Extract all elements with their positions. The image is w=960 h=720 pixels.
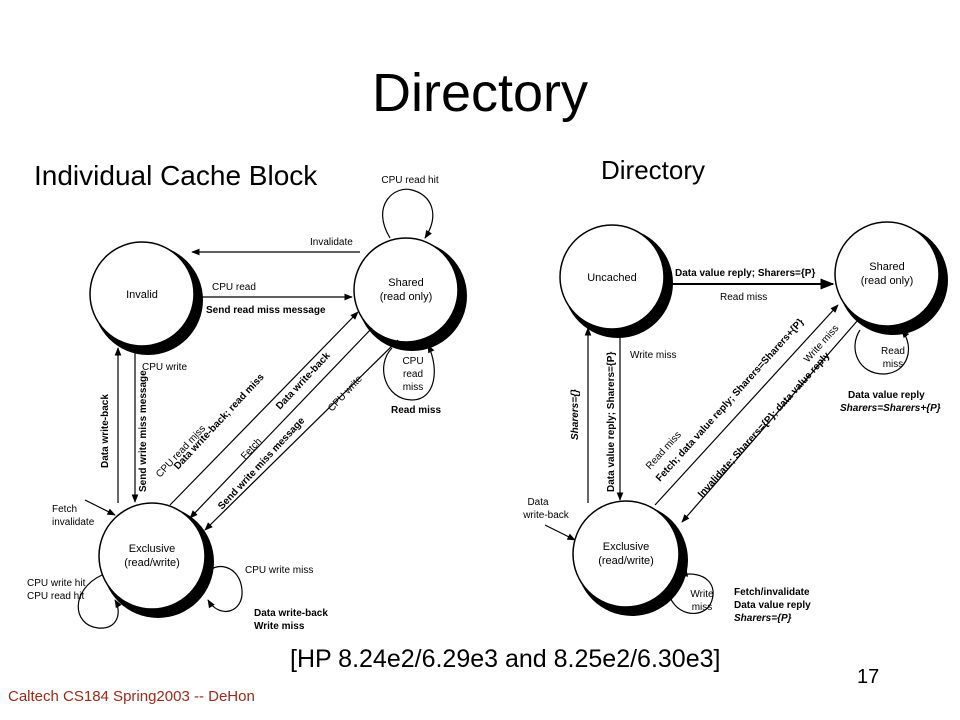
- label-dvr-loop-1: Data value reply: [848, 390, 925, 401]
- label-fi-3: Sharers={P}: [734, 613, 792, 624]
- label-data-wb-2: write-back: [522, 510, 570, 521]
- label-fi-2: Data value reply: [734, 600, 811, 611]
- page-number: 17: [857, 666, 880, 688]
- label-data-wb-read-miss: Data write-back; read miss: [172, 372, 267, 472]
- state-invalid: Invalid: [89, 241, 203, 355]
- label-cpu-read-miss-loop-2: read: [403, 369, 423, 380]
- label-send-read-miss: Send read miss message: [206, 305, 326, 316]
- label-cpu-write-hit: CPU write hit: [27, 578, 86, 589]
- label-send-write-miss: Send write miss message: [138, 370, 149, 492]
- label-fetch-inv-1: Fetch: [52, 504, 77, 515]
- directory-transitions: [544, 278, 910, 614]
- label-cpu-read-miss-loop-1: CPU: [402, 356, 423, 367]
- cache-block-heading: Individual Cache Block: [34, 160, 318, 191]
- directory-heading: Directory: [601, 155, 706, 185]
- label-dvr-sharers-b: Sharers={P}: [758, 268, 816, 279]
- state-dir-shared-sublabel: (read only): [861, 275, 914, 287]
- state-dir-exclusive-sublabel: (read/write): [598, 555, 654, 567]
- label-dvr-sharers-a: Data value reply;: [675, 268, 758, 279]
- label-write-miss: Write miss: [630, 350, 676, 361]
- label-data-wb-1: Data: [527, 497, 549, 508]
- label-cpu-read-miss-loop-3: miss: [403, 382, 424, 393]
- label-inv-a: Invalidate;: [696, 454, 739, 500]
- label-data-write-back: Data write-back: [100, 394, 111, 468]
- state-shared-sublabel: (read only): [380, 291, 433, 303]
- label-cpu-read: CPU read: [212, 282, 256, 293]
- state-uncached-label: Uncached: [587, 272, 637, 284]
- label-write-miss-loop-1: Write: [690, 589, 714, 600]
- state-uncached: Uncached: [559, 224, 673, 338]
- cache-block-diagram: Invalid Shared (read only) Exclusive (re…: [27, 175, 467, 632]
- directory-diagram: Uncached Shared (read only) Exclusive (r…: [522, 221, 948, 624]
- label-cpu-read-hit: CPU read hit: [381, 175, 438, 186]
- state-shared: Shared (read only): [353, 237, 467, 351]
- state-exclusive-label: Exclusive: [129, 543, 175, 555]
- state-dir-exclusive: Exclusive (read/write): [572, 500, 688, 616]
- label-fi-1: Fetch/invalidate: [734, 587, 810, 598]
- state-exclusive: Exclusive (read/write): [98, 502, 214, 618]
- label-cpu-read-hit-2: CPU read hit: [27, 591, 84, 602]
- slide-footer: Caltech CS184 Spring2003 -- DeHon: [8, 688, 255, 705]
- label-read-miss-loop-1: Read: [881, 346, 905, 357]
- state-exclusive-sublabel: (read/write): [124, 557, 180, 569]
- state-dir-exclusive-label: Exclusive: [603, 541, 649, 553]
- label-sharers-empty: Sharers={}: [570, 389, 581, 440]
- label-dvr-vert-b: Sharers={P}: [606, 352, 617, 410]
- label-send-write-miss-2: Send write miss message: [216, 415, 307, 512]
- label-cpu-read-miss: CPU read miss: [154, 423, 208, 480]
- label-data-wb-2: Data write-back: [274, 350, 333, 412]
- label-dvr-sharers: Data value reply; Sharers={P}: [675, 268, 815, 279]
- label-dwb-wm-2: Write miss: [254, 621, 305, 632]
- label-dvr-vert: Data value reply; Sharers={P}: [606, 352, 617, 492]
- citation: [HP 8.24e2/6.29e3 and 8.25e2/6.30e3]: [290, 645, 721, 673]
- label-write-miss-loop-2: miss: [692, 602, 713, 613]
- label-read-miss-loop-2: miss: [883, 359, 904, 370]
- cache-transitions: [77, 188, 435, 629]
- label-read-miss-top: Read miss: [720, 292, 767, 303]
- slide-title: Directory: [371, 63, 589, 123]
- label-dvr-loop-2: Sharers=Sharers+{P}: [840, 403, 941, 414]
- label-cpu-write-2: CPU write: [326, 373, 365, 414]
- label-cpu-write-miss: CPU write miss: [245, 565, 313, 576]
- state-dir-shared-label: Shared: [869, 261, 904, 273]
- label-invalidate-dir: Invalidate; Sharers={P}; data value repl…: [696, 350, 833, 500]
- label-dvr-vert-a: Data value reply;: [606, 409, 617, 492]
- label-dwb-wm-1: Data write-back: [254, 608, 328, 619]
- state-shared-label: Shared: [388, 277, 423, 289]
- label-invalidate: Invalidate: [310, 237, 353, 248]
- state-dir-shared: Shared (read only): [834, 221, 948, 335]
- label-cpu-write: CPU write: [142, 362, 187, 373]
- label-read-miss: Read miss: [391, 405, 441, 416]
- label-fetch-inv-2: invalidate: [52, 517, 95, 528]
- state-invalid-label: Invalid: [126, 289, 158, 301]
